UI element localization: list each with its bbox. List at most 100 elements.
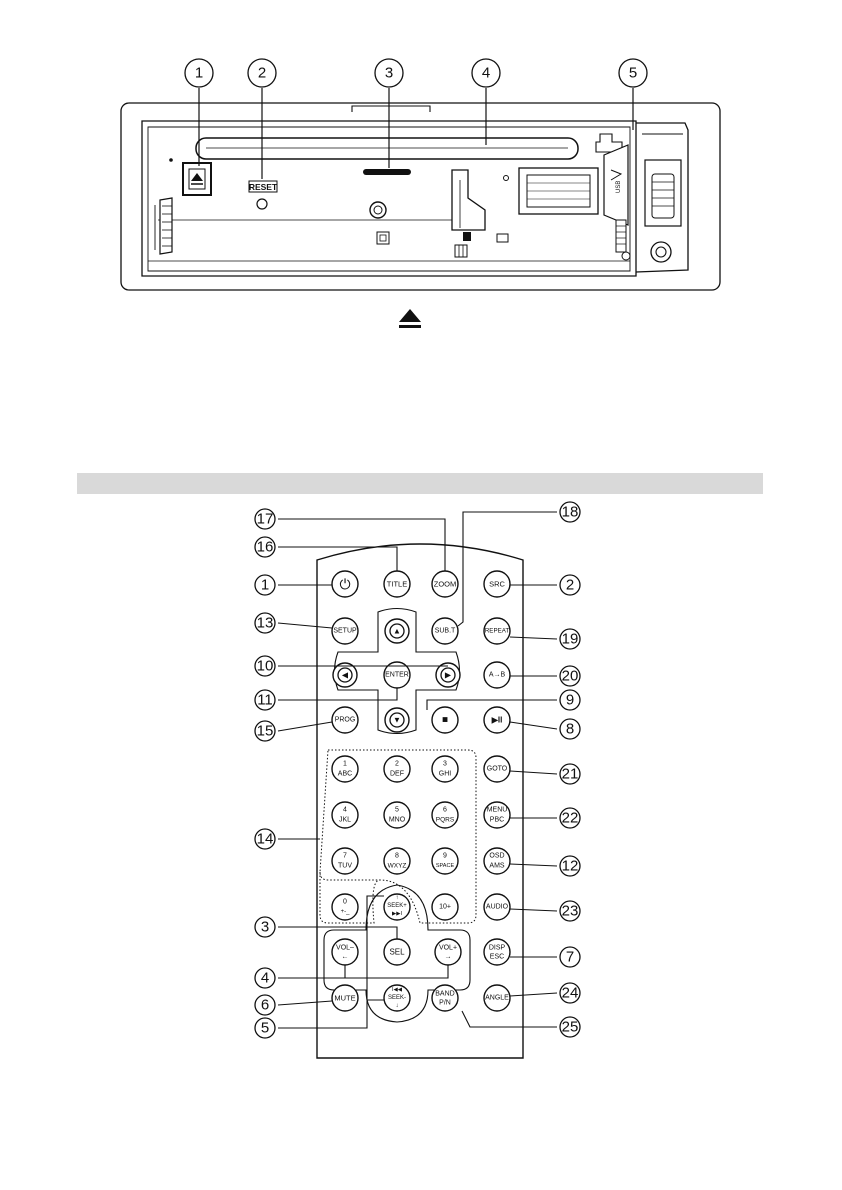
remote-callouts: 17 18 16 1 2 13 19 10 20 11 9 15 8 21 14… [254, 501, 581, 1039]
svg-text:10: 10 [257, 658, 274, 675]
audio-button[interactable]: AUDIO [483, 893, 511, 921]
svg-text:2: 2 [395, 761, 399, 768]
svg-text:9: 9 [443, 853, 447, 860]
svg-text:SETUP: SETUP [333, 628, 357, 635]
svg-text:SPACE: SPACE [436, 863, 455, 869]
repeat-button[interactable]: REPEAT [483, 617, 511, 645]
svg-text:USB: USB [616, 181, 622, 193]
svg-text:⏻: ⏻ [339, 576, 350, 592]
seek-minus-button[interactable]: I◀◀ SEEK- ↓ [383, 984, 411, 1012]
svg-text:2: 2 [566, 577, 574, 594]
svg-text:16: 16 [257, 539, 274, 556]
svg-text:TUV: TUV [338, 863, 352, 870]
right-button[interactable]: ▶ [435, 662, 461, 688]
svg-text:PROG: PROG [335, 717, 356, 724]
svg-text:WXYZ: WXYZ [388, 863, 407, 870]
svg-text:1: 1 [261, 577, 269, 594]
src-button[interactable]: SRC [483, 570, 511, 598]
svg-text:↑: ↑ [396, 895, 399, 901]
setup-button[interactable]: SETUP [331, 617, 359, 645]
svg-text:VOL+: VOL+ [439, 945, 457, 952]
disp-esc-button[interactable]: DISP ESC [483, 938, 511, 966]
svg-text:14: 14 [257, 831, 274, 848]
svg-text:P/N: P/N [439, 1000, 451, 1007]
menu-pbc-button[interactable]: MENU PBC [483, 801, 511, 829]
svg-text:ANGLE: ANGLE [485, 995, 509, 1002]
power-button[interactable]: ⏻ [331, 570, 359, 598]
vol-plus-button[interactable]: VOL+ → [434, 938, 462, 966]
svg-text:■: ■ [442, 715, 448, 726]
svg-text:AMS: AMS [489, 863, 505, 870]
svg-text:ESC: ESC [490, 954, 504, 961]
head-unit-diagram: RESET USB [120, 58, 721, 291]
svg-text:↓: ↓ [396, 1003, 399, 1009]
svg-text:VOL–: VOL– [336, 945, 354, 952]
svg-text:A→B: A→B [489, 672, 506, 679]
sel-button[interactable]: SEL [383, 938, 411, 966]
seek-plus-button[interactable]: ↑SEEK+▶▶I [383, 893, 411, 921]
svg-text:→: → [445, 954, 452, 961]
svg-text:▼: ▼ [393, 716, 401, 725]
svg-text:MENU: MENU [487, 807, 508, 814]
svg-text:0: 0 [343, 899, 347, 906]
play-pause-button[interactable]: ▶II [483, 706, 511, 734]
subtitle-button[interactable]: SUB.T [431, 617, 459, 645]
svg-text:PBC: PBC [490, 817, 504, 824]
goto-button[interactable]: GOTO [483, 755, 511, 783]
svg-text:10+: 10+ [439, 904, 451, 911]
svg-text:ZOOM: ZOOM [434, 580, 457, 589]
digit-0-button[interactable]: 0 +-_ [331, 893, 359, 921]
svg-text:ENTER: ENTER [385, 672, 409, 679]
stop-button[interactable]: ■ [431, 706, 459, 734]
svg-text:SEEK-: SEEK- [388, 995, 406, 1001]
mute-button[interactable]: MUTE [331, 984, 359, 1012]
svg-text:12: 12 [562, 858, 579, 875]
svg-text:▶▶I: ▶▶I [392, 911, 402, 917]
down-button[interactable]: ▼ [384, 707, 410, 733]
svg-text:I◀◀: I◀◀ [392, 987, 403, 993]
svg-text:6: 6 [261, 997, 269, 1014]
svg-text:24: 24 [562, 985, 579, 1002]
left-button[interactable]: ◀ [332, 662, 358, 688]
ab-repeat-button[interactable]: A→B [483, 661, 511, 689]
svg-text:SRC: SRC [489, 580, 505, 589]
reset-label: RESET [249, 182, 278, 192]
svg-text:JKL: JKL [339, 817, 351, 824]
svg-text:+-_: +-_ [341, 909, 351, 915]
up-button[interactable]: ▲ [384, 618, 410, 644]
svg-text:25: 25 [562, 1019, 579, 1036]
svg-text:7: 7 [566, 949, 574, 966]
svg-text:SEL: SEL [389, 948, 405, 957]
vol-minus-button[interactable]: VOL– ← [331, 938, 359, 966]
svg-text:20: 20 [562, 668, 579, 685]
reset-hole[interactable] [256, 198, 268, 210]
svg-text:5: 5 [261, 1020, 269, 1037]
svg-text:5: 5 [629, 65, 637, 82]
section-header-bar [77, 473, 763, 494]
svg-text:3: 3 [261, 919, 269, 936]
svg-text:DISP: DISP [489, 945, 506, 952]
remote-buttons: ⏻ TITLE ZOOM SRC SETUP ▲ SUB.T REPEAT ◀ … [331, 570, 511, 1012]
svg-text:MNO: MNO [389, 817, 406, 824]
digit-10plus-button[interactable]: 10+ [431, 893, 459, 921]
zoom-button[interactable]: ZOOM [431, 570, 459, 598]
angle-button[interactable]: ANGLE [483, 984, 511, 1012]
title-button[interactable]: TITLE [383, 570, 411, 598]
svg-text:9: 9 [566, 692, 574, 709]
svg-text:4: 4 [482, 65, 490, 82]
svg-text:8: 8 [395, 853, 399, 860]
prog-button[interactable]: PROG [331, 706, 359, 734]
svg-text:←: ← [342, 954, 349, 961]
